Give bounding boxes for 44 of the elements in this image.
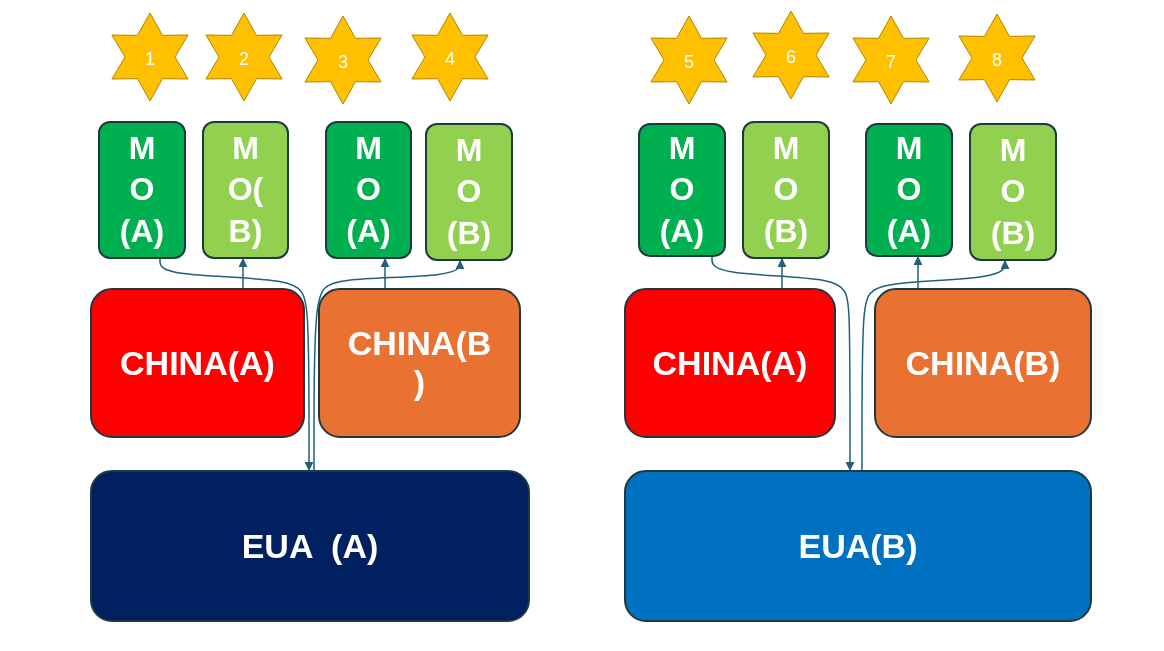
arrow (380, 258, 390, 289)
arrow (913, 256, 923, 289)
rounded-box (318, 288, 521, 438)
box-label: 4 (445, 48, 455, 70)
box-label: M O (A) (118, 128, 166, 251)
rounded-box (624, 288, 836, 438)
box-label: 3 (338, 51, 348, 73)
rounded-box (325, 121, 412, 259)
arrow (777, 258, 787, 289)
box-label: EUA(B) (798, 526, 918, 566)
box-label: 5 (684, 51, 694, 73)
box-label: M O (A) (885, 128, 933, 251)
box-label: CHINA(B) (905, 343, 1061, 383)
rounded-box (969, 123, 1057, 261)
rounded-box (865, 123, 953, 257)
arrow (861, 260, 1010, 471)
arrow (238, 258, 248, 289)
box-label: M O (A) (658, 128, 706, 251)
arrow (711, 256, 855, 471)
box-label: 2 (239, 48, 249, 70)
rounded-box (425, 123, 513, 261)
rounded-box (90, 288, 305, 438)
box-label: CHINA(B ) (346, 324, 493, 402)
box-label: CHINA(A) (120, 343, 275, 383)
box-label: 6 (786, 46, 796, 68)
box-label: M O( B) (226, 128, 265, 251)
box-label: CHINA(A) (652, 343, 808, 383)
rounded-box (202, 121, 289, 259)
rounded-box (90, 470, 530, 622)
rounded-box (638, 123, 726, 257)
box-label: EUA (A) (241, 526, 379, 566)
rounded-box (742, 121, 830, 259)
rounded-box (624, 470, 1092, 622)
box-label: M O (A) (345, 128, 392, 251)
box-label: M O (B) (445, 130, 493, 253)
box-label: 7 (886, 51, 896, 73)
rounded-box (98, 121, 186, 259)
rounded-box (874, 288, 1092, 438)
box-label: 8 (992, 49, 1002, 71)
arrow (313, 260, 465, 471)
box-label: M O (B) (762, 128, 810, 251)
arrow (159, 258, 314, 471)
box-label: M O (B) (989, 130, 1037, 253)
box-label: 1 (145, 48, 155, 70)
